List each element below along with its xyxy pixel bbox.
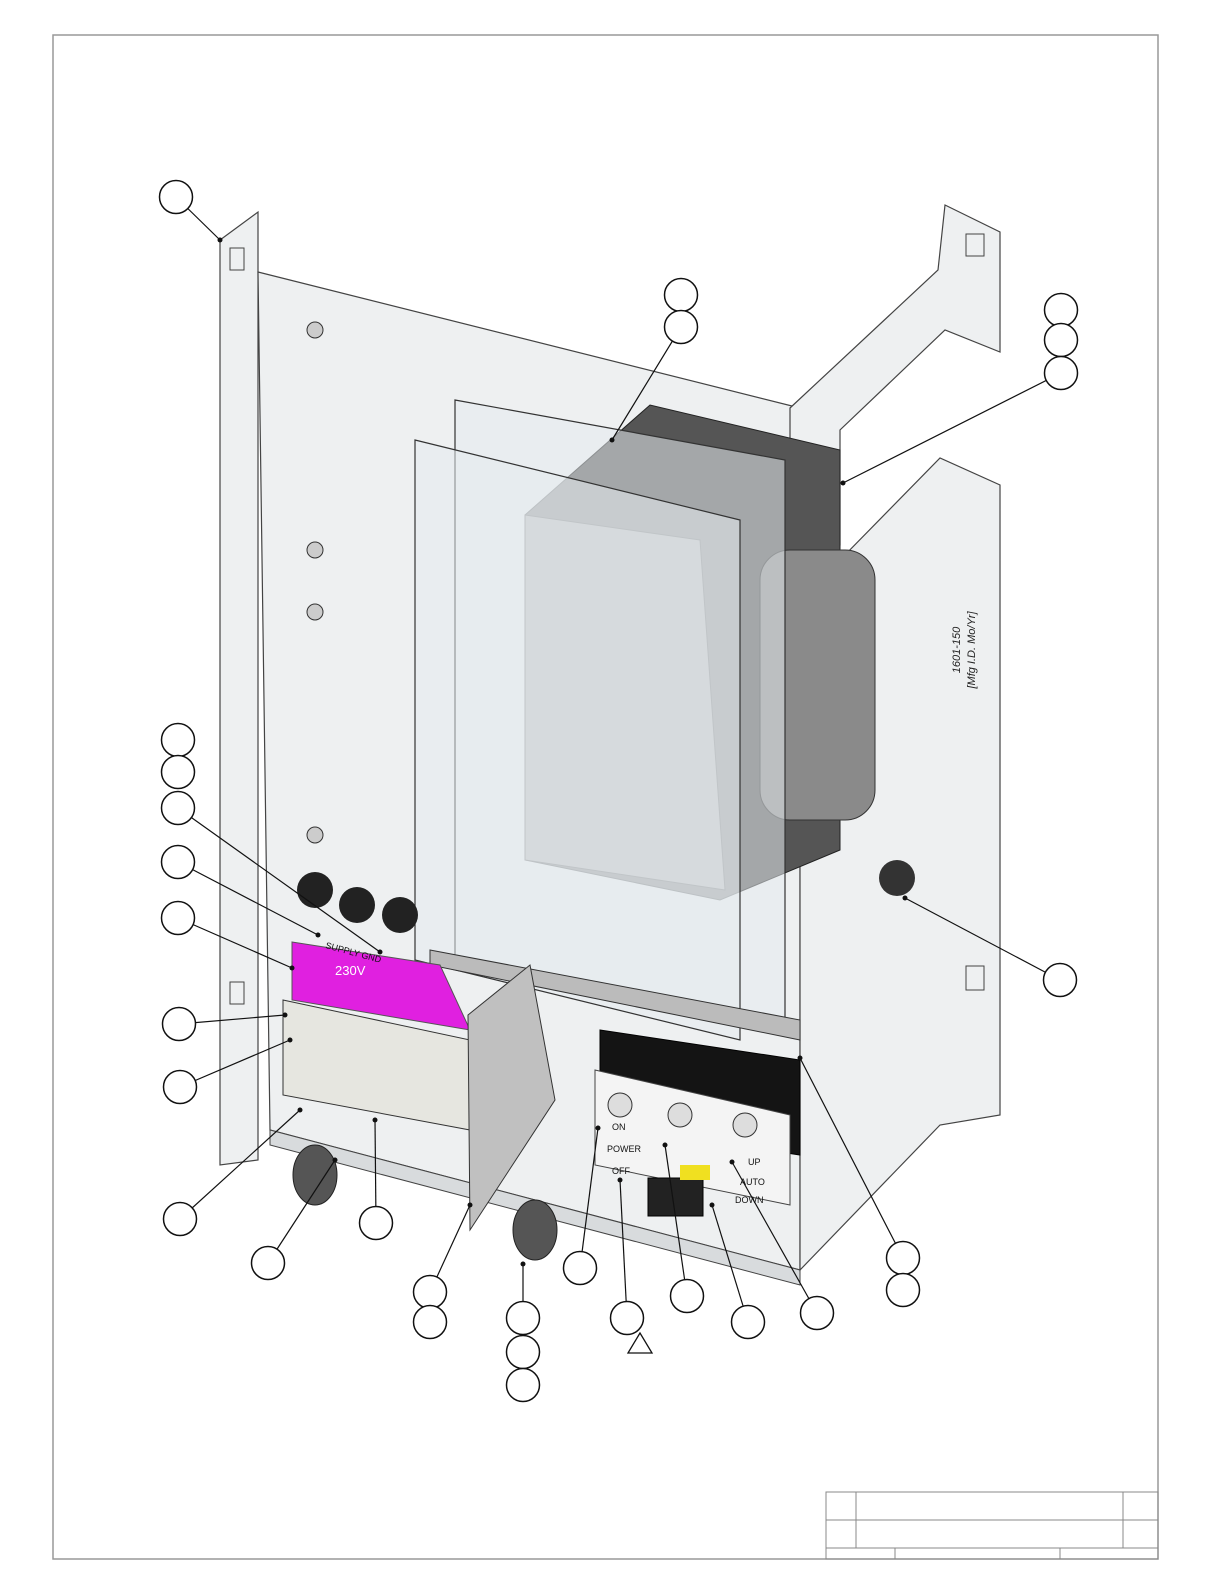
item-balloon <box>505 1367 541 1403</box>
leader-line <box>799 1057 904 1259</box>
leader-line <box>711 1204 749 1323</box>
leader-line <box>611 326 682 441</box>
item-balloon <box>161 1006 197 1042</box>
leader-arrowhead <box>840 480 846 486</box>
item-balloon <box>160 754 196 790</box>
revision-triangle <box>626 1331 654 1354</box>
leader-arrowhead <box>372 1117 378 1123</box>
auto-text: AUTO <box>740 1177 765 1187</box>
leader-line <box>664 1144 688 1297</box>
leader-line <box>619 1179 628 1319</box>
leader-arrowhead <box>282 1012 288 1018</box>
up-text: UP <box>748 1157 761 1167</box>
leader-arrowhead <box>902 895 908 901</box>
leader-line <box>177 917 293 969</box>
item-balloon <box>1043 292 1079 328</box>
item-balloon <box>609 1300 645 1336</box>
item-balloon <box>885 1272 921 1308</box>
leader-line <box>177 861 319 936</box>
item-balloon <box>1043 355 1079 391</box>
item-balloon <box>562 1250 598 1286</box>
leader-line <box>179 1109 301 1220</box>
on-text: ON <box>612 1122 626 1132</box>
leader-arrowhead <box>297 1107 303 1113</box>
item-balloon <box>663 277 699 313</box>
item-balloon <box>505 1334 541 1370</box>
leader-line <box>178 1014 286 1025</box>
leader-line <box>904 897 1061 981</box>
item-balloons <box>158 179 1079 1403</box>
item-balloon <box>505 1300 541 1336</box>
part-note-text: [Mfg I.D. Mo/Yr] <box>966 611 978 690</box>
leader-line <box>579 1127 599 1269</box>
leader-arrowhead <box>377 949 383 955</box>
down-text: DOWN <box>735 1195 764 1205</box>
item-balloon <box>885 1240 921 1276</box>
leader-arrowhead <box>709 1202 715 1208</box>
item-balloon <box>669 1278 705 1314</box>
leader-arrowhead <box>467 1202 473 1208</box>
item-balloon <box>162 1201 198 1237</box>
leader-arrowhead <box>315 932 321 938</box>
item-balloon <box>160 900 196 936</box>
leader-arrowhead <box>609 437 615 443</box>
leader-arrowhead <box>797 1055 803 1061</box>
leader-line <box>842 372 1062 484</box>
off-text: OFF <box>612 1166 630 1176</box>
leader-arrowhead <box>217 237 223 243</box>
leader-line <box>179 1039 291 1088</box>
power-text: POWER <box>607 1144 642 1154</box>
leader-line <box>731 1161 818 1314</box>
leader-arrowhead <box>662 1142 668 1148</box>
hinged-door-panel <box>467 964 556 1232</box>
title-block <box>825 1491 1159 1560</box>
item-balloon <box>1042 962 1078 998</box>
item-balloon <box>1043 322 1079 358</box>
leader-arrowhead <box>617 1177 623 1183</box>
item-balloon <box>160 844 196 880</box>
item-balloon <box>358 1205 394 1241</box>
part-number-text: 1601-150 <box>951 626 963 673</box>
leader-line <box>267 1159 336 1264</box>
item-balloon <box>412 1274 448 1310</box>
switch-plate: ON POWER OFF UP AUTO DOWN <box>594 1069 791 1217</box>
item-balloon <box>250 1245 286 1281</box>
sheet-border <box>52 34 1159 1560</box>
item-balloon <box>160 790 196 826</box>
leader-arrowhead <box>332 1157 338 1163</box>
item-balloon <box>412 1304 448 1340</box>
item-balloon <box>158 179 194 215</box>
clear-cover <box>414 399 786 1041</box>
standoffs <box>306 321 324 844</box>
cable-clamps <box>292 1144 558 1261</box>
item-balloon <box>160 722 196 758</box>
item-balloon <box>162 1069 198 1105</box>
item-balloon <box>663 309 699 345</box>
leader-arrowhead <box>289 965 295 971</box>
leader-arrowhead <box>595 1125 601 1131</box>
leader-line <box>177 807 381 953</box>
item-balloon <box>799 1295 835 1331</box>
left-mounting-flange <box>219 210 259 1166</box>
item-balloon <box>730 1304 766 1340</box>
leader-arrowhead <box>287 1037 293 1043</box>
voltage-text: 230V <box>335 963 366 978</box>
leader-arrowhead <box>729 1159 735 1165</box>
leader-arrowhead <box>520 1261 526 1267</box>
